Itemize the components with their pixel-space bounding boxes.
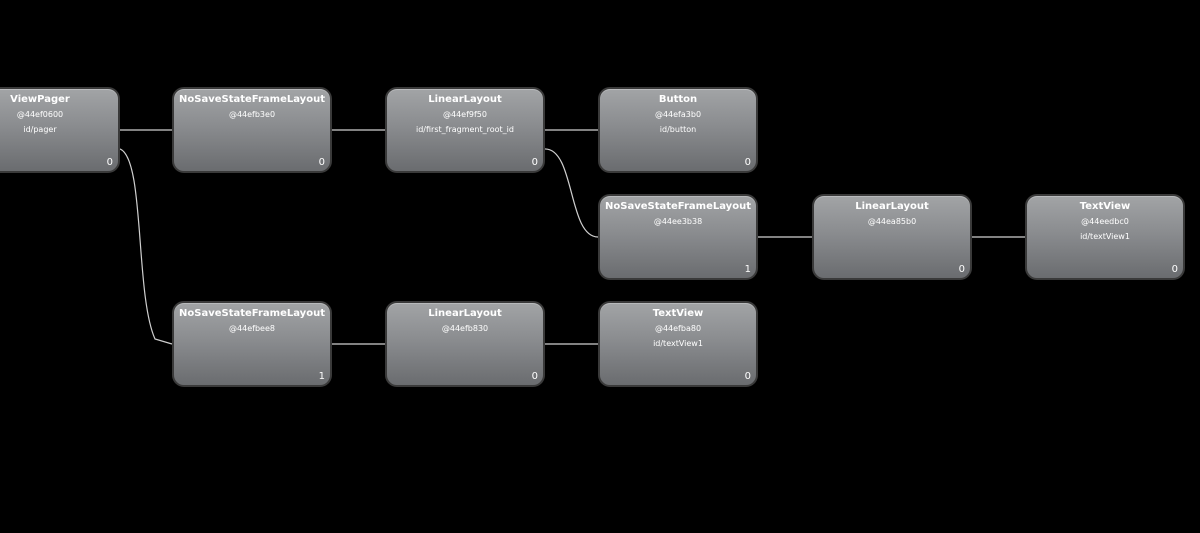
node-address: @44ea85b0	[867, 217, 917, 226]
node-address: @44eedbc0	[1081, 217, 1129, 226]
node-id: id/textView1	[1080, 232, 1130, 241]
node-title: LinearLayout	[855, 201, 929, 212]
node-address: @44ef9f50	[442, 110, 487, 119]
node-nosavestateframelayout-c[interactable]: NoSaveStateFrameLayout @44efbee8 1	[172, 301, 332, 387]
node-address: @44ef0600	[16, 110, 64, 119]
node-nosavestateframelayout-a[interactable]: NoSaveStateFrameLayout @44efb3e0 0	[172, 87, 332, 173]
node-title: TextView	[1079, 201, 1131, 212]
node-child-count: 1	[744, 264, 751, 275]
node-address: @44efa3b0	[654, 110, 702, 119]
node-address: @44efb830	[441, 324, 489, 333]
node-child-count: 0	[318, 157, 325, 168]
node-linearlayout-c[interactable]: LinearLayout @44efb830 0	[385, 301, 545, 387]
node-title: LinearLayout	[428, 308, 502, 319]
node-child-count: 0	[1171, 264, 1178, 275]
node-child-count: 0	[958, 264, 965, 275]
node-title: TextView	[652, 308, 704, 319]
node-title: Button	[658, 94, 698, 105]
node-id: id/textView1	[653, 339, 703, 348]
node-title: LinearLayout	[428, 94, 502, 105]
node-child-count: 0	[744, 371, 751, 382]
node-title: NoSaveStateFrameLayout	[179, 94, 325, 105]
connector-linear-a-to-nosave-b	[544, 148, 599, 238]
node-address: @44efba80	[654, 324, 702, 333]
node-address: @44efbee8	[229, 324, 275, 333]
node-id: id/first_fragment_root_id	[416, 125, 514, 134]
node-address: @44efb3e0	[228, 110, 276, 119]
node-address: @44ee3b38	[653, 217, 703, 226]
node-title: NoSaveStateFrameLayout	[179, 308, 325, 319]
node-button[interactable]: Button @44efa3b0 id/button 0	[598, 87, 758, 173]
node-child-count: 1	[318, 371, 325, 382]
node-textview-a[interactable]: TextView @44eedbc0 id/textView1 0	[1025, 194, 1185, 280]
node-title: NoSaveStateFrameLayout	[605, 201, 751, 212]
node-child-count: 0	[531, 157, 538, 168]
node-child-count: 0	[106, 157, 113, 168]
node-viewpager[interactable]: ViewPager @44ef0600 id/pager 0	[0, 87, 120, 173]
node-title: ViewPager	[10, 94, 70, 105]
node-textview-b[interactable]: TextView @44efba80 id/textView1 0	[598, 301, 758, 387]
node-linearlayout-b[interactable]: LinearLayout @44ea85b0 0	[812, 194, 972, 280]
node-nosavestateframelayout-b[interactable]: NoSaveStateFrameLayout @44ee3b38 1	[598, 194, 758, 280]
node-child-count: 0	[744, 157, 751, 168]
node-child-count: 0	[531, 371, 538, 382]
connector-viewpager-to-nosave-c	[119, 148, 173, 345]
node-id: id/pager	[23, 125, 57, 134]
node-id: id/button	[659, 125, 697, 134]
node-linearlayout-a[interactable]: LinearLayout @44ef9f50 id/first_fragment…	[385, 87, 545, 173]
